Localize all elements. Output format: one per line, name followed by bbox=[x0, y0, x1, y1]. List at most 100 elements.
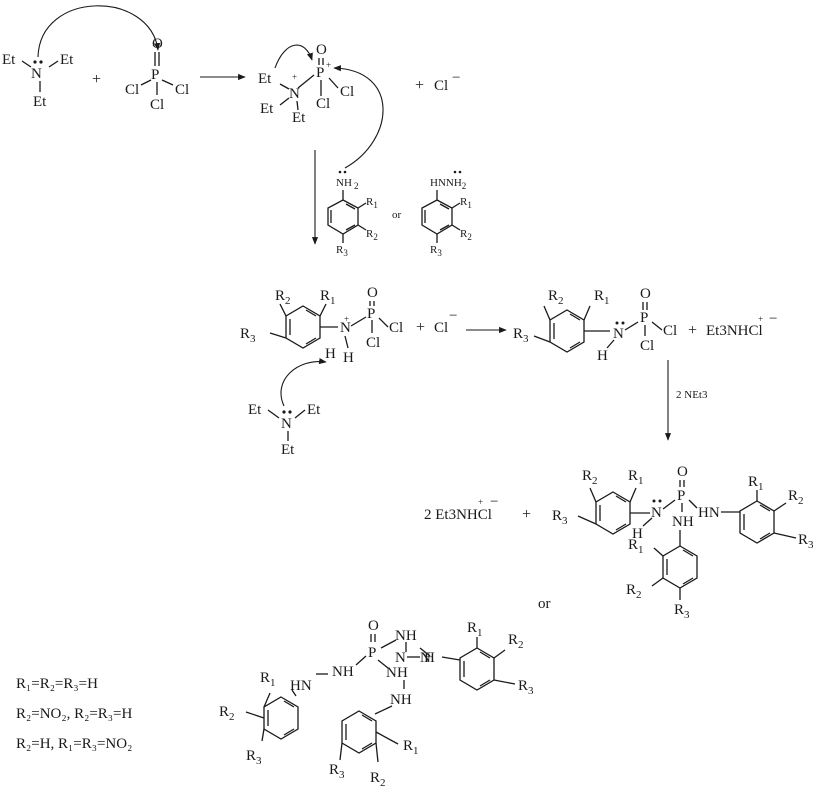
svg-text:H: H bbox=[343, 350, 354, 366]
o-label: O bbox=[316, 42, 327, 58]
or-label: or bbox=[392, 209, 402, 221]
svg-text:+: + bbox=[478, 497, 483, 507]
et-label: Et bbox=[33, 94, 47, 110]
curved-arrow bbox=[280, 357, 327, 407]
svg-text:P: P bbox=[367, 306, 375, 322]
svg-text:H: H bbox=[424, 650, 435, 666]
svg-text:R3: R3 bbox=[430, 244, 442, 258]
minus-charge: − bbox=[452, 70, 460, 86]
svg-text:N: N bbox=[395, 650, 406, 666]
chloride-label: Cl bbox=[434, 320, 448, 336]
svg-text:R2: R2 bbox=[626, 582, 642, 601]
svg-text:N: N bbox=[651, 505, 662, 521]
substituted-phenylhydrazine: HNNH2 R1 R2 R3 bbox=[421, 170, 472, 258]
nh2-label: NH bbox=[336, 177, 352, 189]
svg-text:N: N bbox=[613, 326, 624, 342]
cl-label: Cl bbox=[340, 84, 354, 100]
svg-text:H: H bbox=[397, 665, 408, 681]
svg-text:R2: R2 bbox=[508, 632, 524, 651]
hydrazine-label: HNNH2 bbox=[430, 177, 466, 191]
svg-text:R2: R2 bbox=[370, 770, 386, 789]
p-label: P bbox=[316, 65, 324, 81]
phosphoric-triamide-product: R2 R1 R3 N H P O HN NH R1 R2 R3 bbox=[552, 464, 814, 621]
svg-text:R2: R2 bbox=[219, 704, 235, 723]
svg-text:R1: R1 bbox=[467, 620, 483, 639]
svg-text:H: H bbox=[597, 348, 608, 364]
cl-label: Cl bbox=[125, 82, 139, 98]
svg-text:R3: R3 bbox=[518, 678, 534, 697]
svg-text:HN: HN bbox=[290, 678, 312, 694]
svg-text:R3: R3 bbox=[336, 244, 348, 258]
reagent-label: 2 NEt3 bbox=[676, 389, 708, 401]
substituted-aniline: NH 2 R1 R2 R3 bbox=[327, 170, 378, 258]
svg-text:R2: R2 bbox=[788, 488, 804, 507]
phosphoramidium-intermediate: O P + Et N + Et Et Cl Cl bbox=[258, 42, 354, 126]
plus-sign: + bbox=[688, 322, 697, 339]
phosphoric-trihydrazide-product: O P NH HN R1 R2 R3 NH N N H N H NH bbox=[219, 618, 534, 789]
svg-text:R1: R1 bbox=[460, 196, 472, 210]
substituent-set-1: R₁=R₂=R₃=H bbox=[16, 676, 98, 692]
svg-text:Cl: Cl bbox=[640, 338, 654, 354]
svg-text:H: H bbox=[632, 526, 643, 542]
et-label: Et bbox=[60, 52, 74, 68]
curved-arrow bbox=[274, 44, 313, 69]
svg-text:R3: R3 bbox=[329, 762, 345, 781]
svg-text:R1: R1 bbox=[366, 196, 378, 210]
byproduct-label: 2 Et3NHCl bbox=[424, 507, 492, 523]
or-label: or bbox=[538, 596, 551, 612]
svg-text:NH: NH bbox=[395, 628, 417, 644]
svg-text:R1: R1 bbox=[320, 288, 336, 307]
cl-label: Cl bbox=[150, 97, 164, 113]
svg-text:R3: R3 bbox=[513, 326, 529, 345]
svg-text:R3: R3 bbox=[240, 326, 256, 345]
cl-label: Cl bbox=[316, 96, 330, 112]
svg-text:H: H bbox=[325, 346, 336, 362]
nh2-subscript: 2 bbox=[354, 181, 359, 191]
et-label: Et bbox=[258, 71, 272, 87]
svg-text:R2: R2 bbox=[582, 468, 598, 487]
svg-text:R3: R3 bbox=[798, 532, 814, 551]
svg-text:−: − bbox=[769, 311, 777, 327]
svg-text:R3: R3 bbox=[552, 508, 568, 527]
svg-text:R1: R1 bbox=[260, 670, 276, 689]
plus-sign: + bbox=[92, 71, 101, 88]
protonated-anilide: R2 R1 R3 N + H H P O Cl Cl bbox=[240, 285, 403, 366]
svg-text:Cl: Cl bbox=[389, 320, 403, 336]
svg-text:O: O bbox=[368, 618, 379, 634]
svg-text:R2: R2 bbox=[460, 228, 472, 242]
svg-text:R2: R2 bbox=[275, 288, 291, 307]
svg-text:R1: R1 bbox=[403, 738, 419, 757]
svg-text:HN: HN bbox=[698, 505, 720, 521]
p-label: P bbox=[151, 67, 159, 83]
svg-text:Cl: Cl bbox=[366, 335, 380, 351]
svg-text:O: O bbox=[367, 285, 378, 301]
curved-arrow bbox=[333, 65, 384, 169]
svg-text:NH: NH bbox=[390, 692, 412, 708]
svg-text:Et: Et bbox=[307, 402, 321, 418]
n-label: N bbox=[31, 66, 42, 82]
svg-text:R2: R2 bbox=[366, 228, 378, 242]
et-label: Et bbox=[260, 101, 274, 117]
substituent-set-2: R₂=NO₂, R₂=R₃=H bbox=[16, 706, 132, 722]
plus-sign: + bbox=[522, 506, 531, 523]
triethylamine-2: Et Et N Et bbox=[248, 402, 321, 458]
svg-text:N: N bbox=[281, 416, 292, 432]
minus-charge: − bbox=[449, 308, 457, 324]
svg-text:Et: Et bbox=[248, 402, 262, 418]
svg-text:R1: R1 bbox=[628, 468, 644, 487]
svg-text:R3: R3 bbox=[246, 748, 262, 767]
svg-text:P: P bbox=[677, 488, 685, 504]
svg-text:R3: R3 bbox=[674, 602, 690, 621]
et-label: Et bbox=[2, 52, 16, 68]
chloride-label: Cl bbox=[434, 78, 448, 94]
svg-text:−: − bbox=[490, 494, 498, 510]
svg-text:Cl: Cl bbox=[663, 323, 677, 339]
svg-text:+: + bbox=[758, 314, 763, 324]
svg-text:NH: NH bbox=[672, 514, 694, 530]
cl-label: Cl bbox=[175, 82, 189, 98]
plus-sign: + bbox=[416, 319, 425, 336]
svg-text:R1: R1 bbox=[628, 537, 644, 556]
svg-text:O: O bbox=[640, 286, 651, 302]
svg-text:Et: Et bbox=[281, 442, 295, 458]
